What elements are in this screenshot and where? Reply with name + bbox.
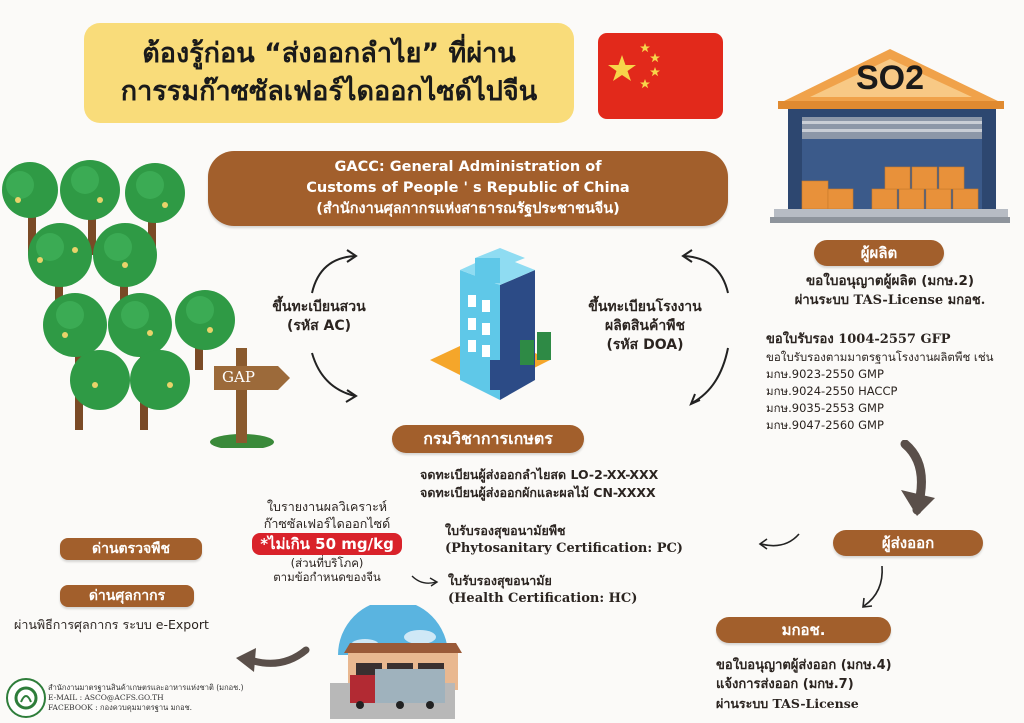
so2-report-line-2: ก๊าซซัลเฟอร์ไดออกไซด์ <box>263 516 391 531</box>
acfs-line-2: แจ้งการส่งออก (มกษ.7) <box>716 677 854 692</box>
curved-arrow-icon <box>862 565 883 608</box>
curved-arrow-icon <box>681 249 729 406</box>
acfs-line-3: ผ่านระบบ TAS-License <box>716 696 859 711</box>
pc-thai: ใบรับรองสุขอนามัยพืช <box>445 523 566 538</box>
producer-license-line-1: ขอใบอนุญาตผู้ผลิต (มกษ.2) <box>805 273 975 289</box>
longan-trees-icon <box>0 155 250 445</box>
producer-license: ขอใบอนุญาตผู้ผลิต (มกษ.2) ผ่านระบบ TAS-L… <box>770 272 1010 310</box>
curved-arrow-icon <box>758 533 800 550</box>
hc-thai: ใบรับรองสุขอนามัย <box>448 573 552 588</box>
producer-label: ผู้ผลิต <box>814 240 944 266</box>
footer-org: สำนักงานมาตรฐานสินค้าเกษตรและอาหารแห่งชา… <box>48 683 244 692</box>
garden-registration: ขึ้นทะเบียนสวน (รหัส AC) <box>244 298 394 336</box>
so2-report-line-4: ตามข้อกำหนดของจีน <box>273 570 381 584</box>
garden-registration-line-1: ขึ้นทะเบียนสวน <box>272 299 366 315</box>
factory-registration-line-1: ขึ้นทะเบียนโรงงาน <box>588 299 702 315</box>
standard-item: มกษ.9023-2550 GMP <box>766 367 884 381</box>
hc-english: (Health Certification: HC) <box>448 591 638 606</box>
acfs-line-1: ขอใบอนุญาตผู้ส่งออก (มกษ.4) <box>716 658 892 673</box>
acfs-label: มกอช. <box>716 617 891 643</box>
plant-checkpoint-label: ด่านตรวจพืช <box>60 538 202 560</box>
customs-desc: ผ่านพิธีการศุลกากร ระบบ e-Export <box>14 617 209 632</box>
gacc-line-2: Customs of People ' s Republic of China <box>306 180 630 196</box>
factory-registration: ขึ้นทะเบียนโรงงาน ผลิตสินค้าพืช (รหัส DO… <box>565 298 725 355</box>
page-title: ต้องรู้ก่อน “ส่งออกลำไย” ที่ผ่าน การรมก๊… <box>84 23 574 123</box>
doa-label: กรมวิชาการเกษตร <box>392 425 584 453</box>
acfs-details: ขอใบอนุญาตผู้ส่งออก (มกษ.4) แจ้งการส่งออ… <box>716 656 1016 713</box>
producer-certification: ขอใบรับรอง 1004-2557 GFP ขอใบรับรองตามมา… <box>766 330 1024 434</box>
doa-registration: จดทะเบียนผู้ส่งออกลำไยสด LO-2-XX-XXX จดท… <box>420 466 750 502</box>
standard-item: มกษ.9047-2560 GMP <box>766 418 884 432</box>
china-flag-icon <box>598 33 723 119</box>
truck-warehouse-icon <box>320 605 465 723</box>
footer-facebook: FACEBOOK : กองควบคุมมาตรฐาน มกอช. <box>48 703 193 712</box>
producer-license-line-2: ผ่านระบบ TAS-License มกอช. <box>794 293 986 308</box>
cert-title: ขอใบรับรอง 1004-2557 GFP <box>766 332 951 347</box>
acfs-logo-icon <box>6 678 46 718</box>
cert-desc: ขอใบรับรองตามมาตรฐานโรงงานผลิตพืช เช่น <box>766 350 994 364</box>
gacc-line-1: GACC: General Administration of <box>334 159 602 175</box>
so2-report-line-1: ใบรายงานผลวิเคราะห์ <box>266 499 388 514</box>
so2-report: ใบรายงานผลวิเคราะห์ ก๊าซซัลเฟอร์ไดออกไซด… <box>232 498 422 585</box>
office-building-icon <box>420 240 570 410</box>
footer-email: E-MAIL : ASCO@ACFS.GO.TH <box>48 693 164 702</box>
doa-line-1: จดทะเบียนผู้ส่งออกลำไยสด LO-2-XX-XXX <box>420 467 659 482</box>
so2-limit-badge: *ไม่เกิน 50 mg/kg <box>252 533 402 555</box>
factory-registration-line-2: ผลิตสินค้าพืช <box>605 318 685 334</box>
doa-line-2: จดทะเบียนผู้ส่งออกผักและผลไม้ CN-XXXX <box>420 485 656 500</box>
garden-registration-line-2: (รหัส AC) <box>286 318 352 334</box>
pc-english: (Phytosanitary Certification: PC) <box>445 541 683 556</box>
factory-registration-line-3: (รหัส DOA) <box>606 337 684 353</box>
down-arrow-icon <box>900 440 935 516</box>
gap-signpost-icon: GAP <box>208 348 293 448</box>
phytosanitary-cert: ใบรับรองสุขอนามัยพืช (Phytosanitary Cert… <box>445 522 765 558</box>
health-cert: ใบรับรองสุขอนามัย (Health Certification:… <box>448 572 768 608</box>
exporter-label: ผู้ส่งออก <box>833 530 983 556</box>
curved-arrow-icon <box>311 249 358 403</box>
so2-warehouse-icon: SO2 <box>770 45 1010 225</box>
title-line-2: การรมก๊าซซัลเฟอร์ไดออกไซด์ไปจีน <box>120 76 538 107</box>
gacc-line-3: (สำนักงานศุลกากรแห่งสาธารณรัฐประชาชนจีน) <box>316 201 620 217</box>
left-arrow-icon <box>236 646 310 672</box>
small-arrow-icon <box>411 575 439 587</box>
gap-label: GAP <box>222 368 255 386</box>
standard-item: มกษ.9035-2553 GMP <box>766 401 884 415</box>
gacc-banner: GACC: General Administration of Customs … <box>208 151 728 226</box>
so2-label: SO2 <box>856 59 925 97</box>
footer-contact: สำนักงานมาตรฐานสินค้าเกษตรและอาหารแห่งชา… <box>48 683 308 713</box>
customs-checkpoint-label: ด่านศุลกากร <box>60 585 194 607</box>
standard-item: มกษ.9024-2550 HACCP <box>766 384 898 398</box>
so2-report-line-3: (ส่วนที่บริโภค) <box>290 556 364 570</box>
title-line-1: ต้องรู้ก่อน “ส่งออกลำไย” ที่ผ่าน <box>142 38 516 69</box>
